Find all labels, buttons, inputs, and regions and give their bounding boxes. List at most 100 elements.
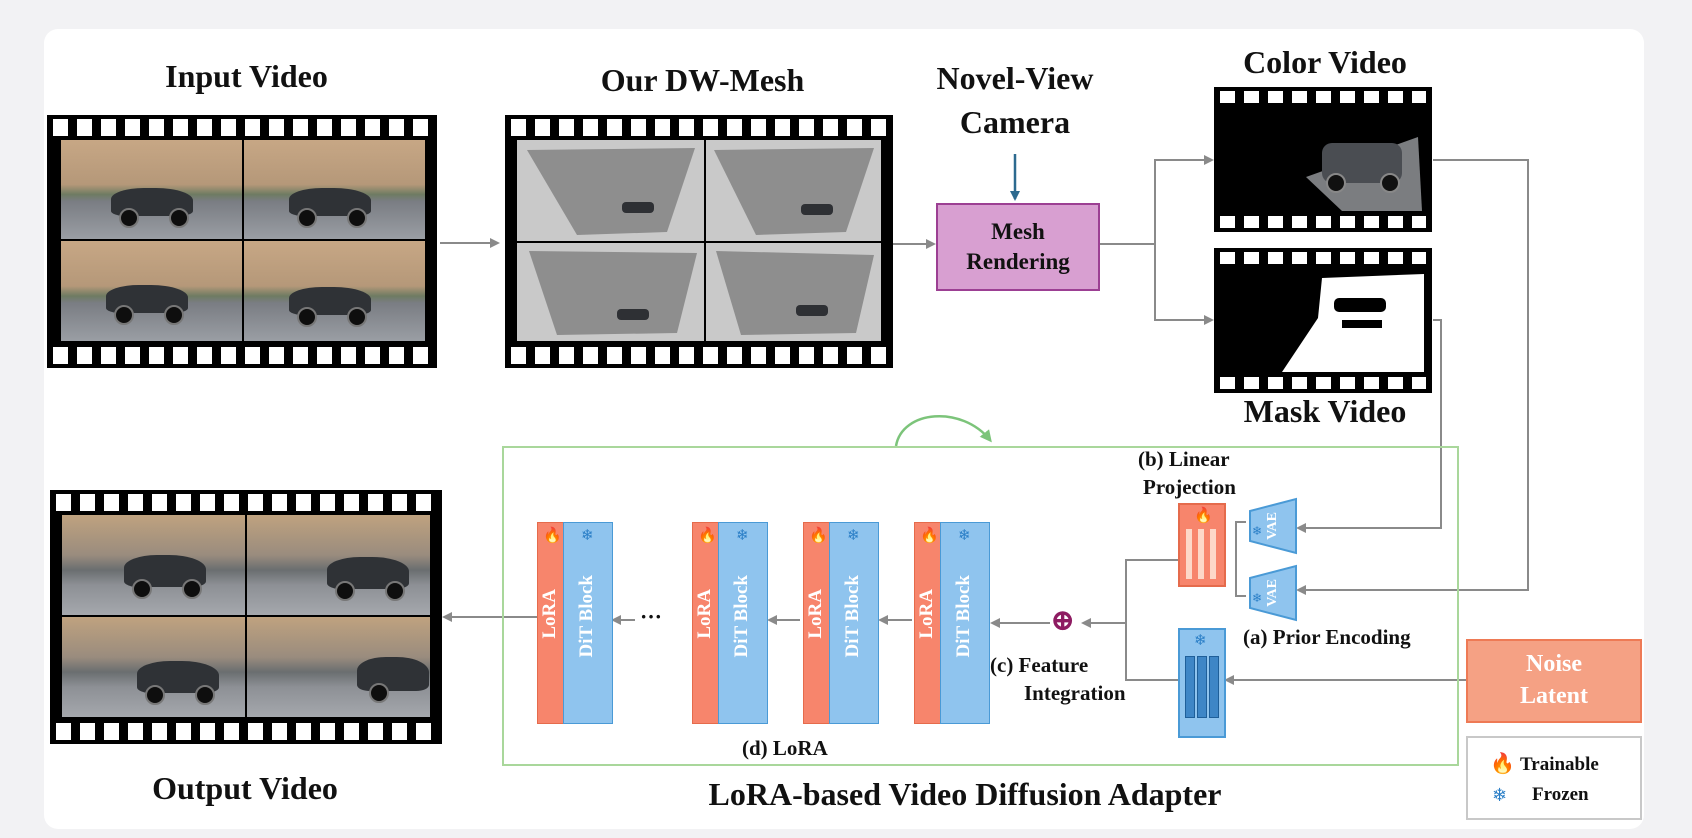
line-vae-merge <box>1235 521 1246 597</box>
dw-mesh-title: Our DW-Mesh <box>600 62 805 98</box>
flame-icon: 🔥 <box>543 528 562 544</box>
video-frame <box>247 617 430 717</box>
lora-block-label: LoRA <box>916 589 937 639</box>
lora-block-label: LoRA <box>539 589 560 639</box>
vae-encoder-color <box>1249 497 1297 555</box>
adapter-container <box>502 446 1459 766</box>
mask-frame <box>1222 268 1424 372</box>
noise-latent-label-line2: Latent <box>1520 683 1588 709</box>
snowflake-icon: ❄ <box>1252 591 1263 605</box>
vae-encoder-mask <box>1249 564 1297 622</box>
flame-icon: 🔥 <box>1490 753 1515 775</box>
mesh-frame <box>706 140 881 241</box>
mesh-frame <box>706 243 881 341</box>
output-video-filmstrip <box>50 490 442 744</box>
snowflake-icon: ❄ <box>736 528 749 544</box>
noise-latent-box: Noise Latent <box>1466 639 1642 723</box>
line-enc-to-plus <box>1125 623 1178 681</box>
linear-projection-block: 🔥 <box>1178 503 1226 587</box>
film-perforation <box>53 347 431 364</box>
dit-block: DiT Block ❄ <box>940 522 990 724</box>
film-perforation <box>1220 252 1426 264</box>
flame-icon: 🔥 <box>698 528 717 544</box>
loop-arrow-icon <box>894 415 992 447</box>
dit-block: DiT Block ❄ <box>829 522 879 724</box>
lora-block: LoRA 🔥 <box>803 522 830 724</box>
dit-block-label: DiT Block <box>842 575 863 658</box>
color-frame <box>1222 107 1424 211</box>
video-frame <box>247 515 430 615</box>
dit-block-label: DiT Block <box>576 575 597 658</box>
dw-mesh-filmstrip <box>505 115 893 368</box>
input-video-title: Input Video <box>165 58 328 94</box>
film-perforation <box>1220 91 1426 103</box>
arrow-render-to-mask <box>1154 244 1214 325</box>
video-frame <box>62 515 245 615</box>
snowflake-icon: ❄ <box>847 528 860 544</box>
film-perforation <box>56 494 436 511</box>
feature-integration-label-line1: (c) Feature <box>990 653 1089 677</box>
linear-projection-label-line2: Projection <box>1143 475 1236 499</box>
lora-block: LoRA 🔥 <box>914 522 941 724</box>
video-frame <box>244 140 425 239</box>
film-perforation <box>56 723 436 740</box>
lora-block-label: LoRA <box>805 589 826 639</box>
camera-title-line1: Novel-View <box>936 60 1094 96</box>
snowflake-icon: ❄ <box>958 528 971 544</box>
mesh-rendering-box: Mesh Rendering <box>936 203 1100 291</box>
snowflake-icon: ❄ <box>1194 633 1207 649</box>
camera-title-line2: Camera <box>959 104 1071 140</box>
linear-projection-label-line1: (b) Linear <box>1138 447 1230 471</box>
dit-block-label: DiT Block <box>953 575 974 658</box>
noise-latent-label-line1: Noise <box>1526 651 1582 677</box>
film-perforation <box>53 119 431 136</box>
snowflake-icon: ❄ <box>581 528 594 544</box>
vae-label: VAE <box>1265 512 1280 540</box>
dit-block: DiT Block ❄ <box>563 522 613 724</box>
feature-sum-icon: ⊕ <box>1050 604 1076 637</box>
arrow-color-to-vae1 <box>1296 159 1529 595</box>
feature-integration-label-line2: Integration <box>1024 681 1126 705</box>
mesh-rendering-label-line2: Rendering <box>966 249 1070 274</box>
mesh-frame <box>517 140 704 241</box>
flame-icon: 🔥 <box>809 528 828 544</box>
arrow-mask-to-vae2 <box>1296 319 1442 533</box>
flame-icon: 🔥 <box>1194 508 1213 524</box>
film-perforation <box>511 119 887 136</box>
mask-video-title: Mask Video <box>1243 393 1407 429</box>
vae-label: VAE <box>1265 579 1280 607</box>
lora-block: LoRA 🔥 <box>692 522 719 724</box>
lora-block: LoRA 🔥 <box>537 522 564 724</box>
prior-encoding-label: (a) Prior Encoding <box>1243 625 1411 649</box>
dit-block-label: DiT Block <box>731 575 752 658</box>
ellipsis: ··· <box>640 604 663 629</box>
film-perforation <box>1220 377 1426 389</box>
video-frame <box>61 140 242 239</box>
adapter-title: LoRA-based Video Diffusion Adapter <box>708 776 1222 812</box>
arrow-proj-to-plus <box>1081 559 1178 628</box>
legend-trainable-label: Trainable <box>1520 754 1599 775</box>
legend-frozen-label: Frozen <box>1532 784 1589 805</box>
video-frame <box>62 617 245 717</box>
dit-block: DiT Block ❄ <box>718 522 768 724</box>
color-video-filmstrip <box>1214 87 1432 232</box>
snowflake-icon: ❄ <box>1252 524 1263 538</box>
video-frame <box>61 241 242 341</box>
mesh-frame <box>517 243 704 341</box>
mesh-rendering-label-line1: Mesh <box>991 219 1045 244</box>
legend-box: 🔥 Trainable ❄ Frozen <box>1466 736 1642 820</box>
output-video-title: Output Video <box>152 770 338 806</box>
lora-section-label: (d) LoRA <box>742 736 828 760</box>
video-frame <box>244 241 425 341</box>
mask-video-filmstrip <box>1214 248 1432 393</box>
input-video-filmstrip <box>47 115 437 368</box>
snowflake-icon: ❄ <box>1492 785 1508 805</box>
flame-icon: 🔥 <box>920 528 939 544</box>
lora-block-label: LoRA <box>694 589 715 639</box>
film-perforation <box>1220 216 1426 228</box>
arrow-render-to-color <box>1098 155 1214 245</box>
noise-encoder-block: ❄ <box>1178 628 1226 738</box>
film-perforation <box>511 347 887 364</box>
color-video-title: Color Video <box>1243 44 1407 80</box>
